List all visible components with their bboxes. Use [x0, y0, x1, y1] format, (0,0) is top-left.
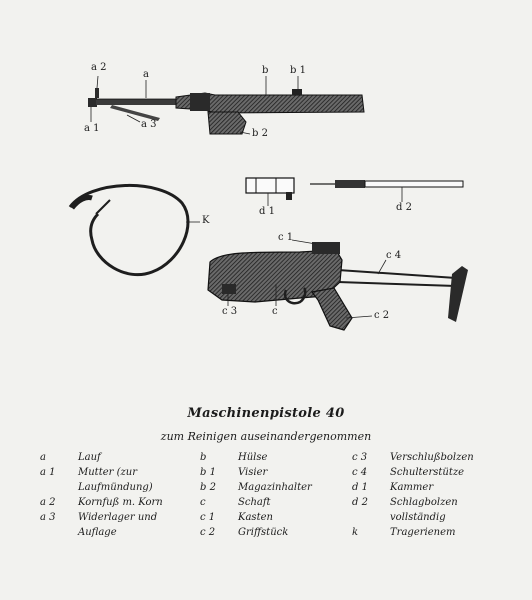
part-b2-magazine-holder [207, 111, 247, 135]
part-d1-bolt [245, 177, 295, 206]
label-a2: a 2 [91, 62, 107, 73]
label-c1: c 1 [278, 232, 294, 243]
part-a3-barrel-rest [110, 105, 160, 121]
part-b1-rear-sight [292, 89, 302, 95]
part-a2-front-sight [95, 88, 99, 98]
label-c3: c 3 [222, 306, 238, 317]
part-a-barrel [96, 99, 180, 105]
label-a: a [143, 69, 149, 80]
part-a1-muzzle-nut [88, 98, 97, 107]
label-c4: c 4 [386, 250, 402, 261]
label-a1: a 1 [84, 123, 100, 134]
part-c4-shoulder-stock [337, 266, 468, 322]
part-k-sling [68, 184, 200, 277]
label-k: K [202, 215, 210, 226]
part-c3-bolt-stud [222, 284, 236, 294]
part-c-lower-housing [207, 249, 343, 303]
label-d2: d 2 [396, 202, 412, 213]
label-c: c [272, 306, 278, 317]
label-c2: c 2 [374, 310, 390, 321]
part-d2-firing-pin [310, 180, 464, 202]
barrel-assembly [88, 88, 365, 135]
label-b1: b 1 [290, 65, 306, 76]
label-d1: d 1 [259, 206, 275, 217]
label-a3: a 3 [141, 119, 157, 130]
label-b2: b 2 [252, 128, 268, 139]
part-c1-housing-box [312, 242, 340, 254]
part-c2-pistol-grip [310, 287, 353, 331]
caption-subtitle: zum Reinigen auseinandergenommen [160, 430, 372, 443]
caption-title: Maschinenpistole 40 [187, 406, 345, 421]
stock-assembly [207, 242, 468, 331]
label-b: b [262, 65, 269, 76]
